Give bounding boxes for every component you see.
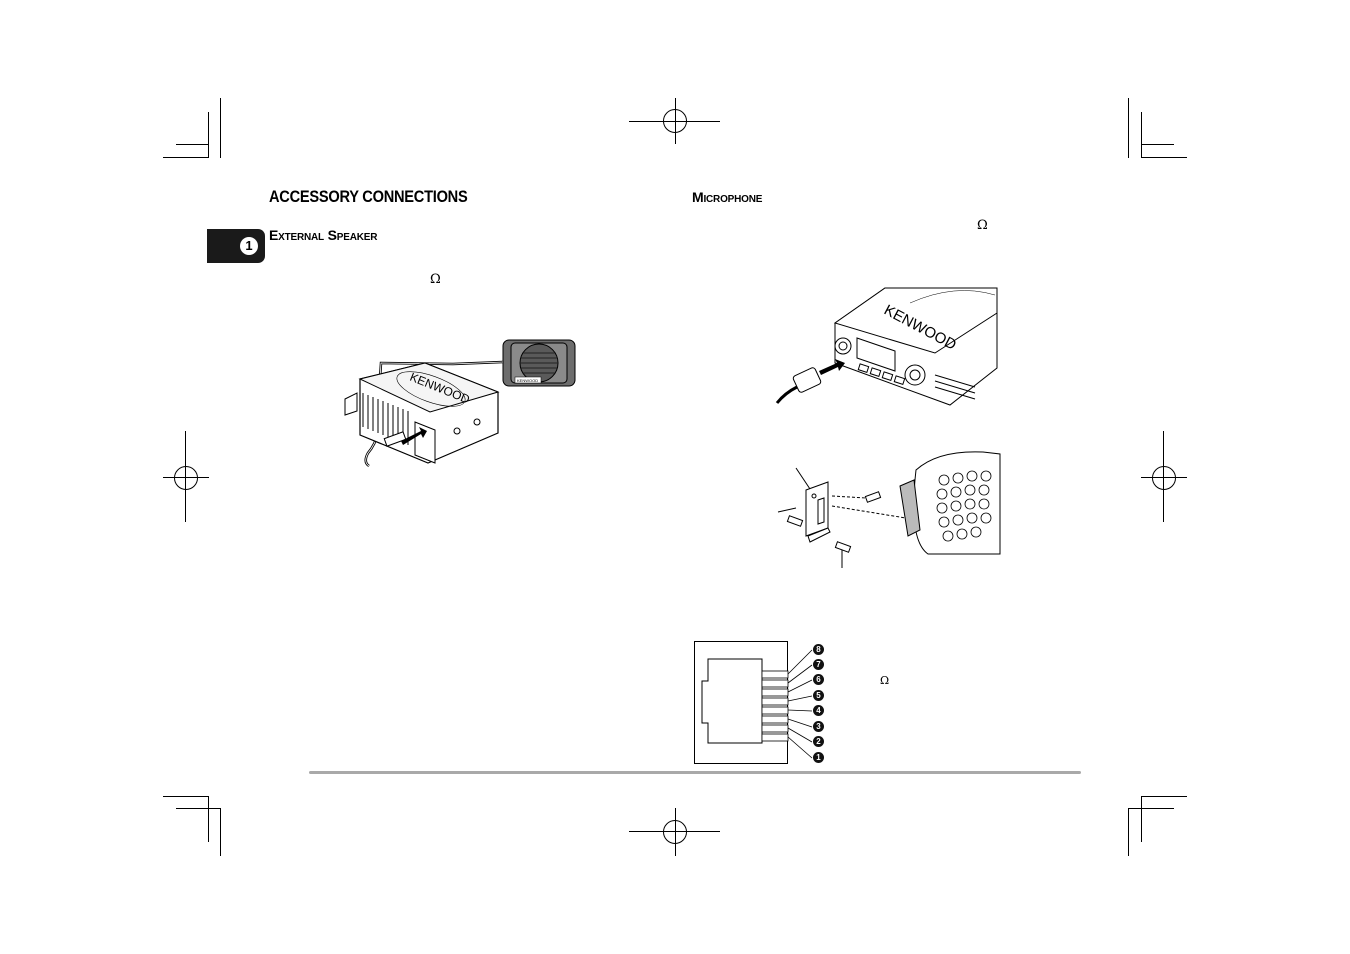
- pin-3-label: 3: [813, 721, 824, 732]
- microphone-connection-illustration: KENWOOD: [775, 287, 998, 406]
- microphone-hanger-illustration: [777, 451, 1001, 568]
- microphone-heading: Microphone: [692, 189, 763, 205]
- pin-2-label: 2: [813, 736, 824, 747]
- external-speaker-illustration: KENWOOD KENWOOD: [344, 339, 576, 468]
- pin-4-label: 4: [813, 705, 824, 716]
- section-title: ACCESSORY CONNECTIONS: [269, 187, 468, 206]
- omega-symbol-connector: Ω: [880, 674, 890, 687]
- svg-text:KENWOOD: KENWOOD: [517, 378, 538, 383]
- pin-5-label: 5: [813, 690, 824, 701]
- pin-8-label: 8: [813, 644, 824, 655]
- external-speaker-heading: External Speaker: [269, 227, 378, 243]
- pin-7-label: 7: [813, 659, 824, 670]
- footer-rule: [309, 771, 1081, 774]
- mic-connector-diagram: [694, 641, 813, 764]
- omega-symbol: Ω: [430, 272, 441, 287]
- pin-1-label: 1: [813, 752, 824, 763]
- pin-6-label: 6: [813, 674, 824, 685]
- omega-symbol-mic: Ω: [977, 218, 988, 233]
- chapter-number: 1: [240, 237, 258, 255]
